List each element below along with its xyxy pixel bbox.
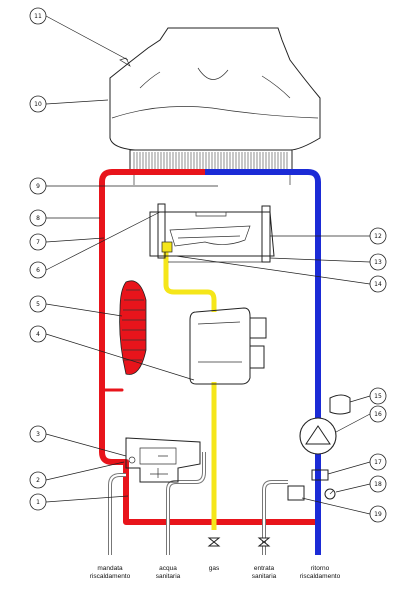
svg-text:riscaldamento: riscaldamento [90,573,131,580]
callout-2: 2 [29,471,47,489]
svg-text:4: 4 [36,331,40,338]
svg-text:15: 15 [374,393,382,400]
svg-text:18: 18 [374,481,382,488]
leader-lines [45,15,371,515]
svg-text:10: 10 [34,101,42,108]
callout-12: 12 [369,227,387,245]
callout-18: 18 [369,475,387,493]
sanitary-inlet-tap [257,537,271,547]
svg-text:17: 17 [374,459,382,466]
heating-flow-pipe [99,169,321,525]
label-heating-flow: mandata riscaldamento [90,565,131,580]
svg-text:16: 16 [374,411,382,418]
flue-hood [109,27,321,151]
svg-text:gas: gas [209,565,220,572]
callout-17: 17 [369,453,387,471]
callout-13: 13 [369,253,387,271]
svg-text:5: 5 [36,301,40,308]
gas-pipe [163,250,217,530]
callout-6: 6 [29,261,47,279]
gas-valve [189,307,267,385]
callout-4: 4 [29,325,47,343]
safety-valve [287,469,329,501]
label-heating-return: ritorno riscaldamento [300,565,341,580]
svg-text:13: 13 [374,259,382,266]
svg-text:ritorno: ritorno [311,565,330,572]
callout-19: 19 [369,505,387,523]
label-sanitary-inlet: entrata sanitaria [252,565,277,580]
sanitary-pipes [108,452,288,555]
svg-text:7: 7 [36,239,40,246]
callout-3: 3 [29,425,47,443]
callout-1: 1 [29,493,47,511]
heat-exchanger [129,149,293,185]
callout-5: 5 [29,295,47,313]
callout-14: 14 [369,275,387,293]
callout-10: 10 [29,95,47,113]
gas-tap [207,537,221,547]
svg-text:3: 3 [36,431,40,438]
svg-text:mandata: mandata [97,565,123,572]
svg-text:19: 19 [374,511,382,518]
callout-7: 7 [29,233,47,251]
svg-text:1: 1 [36,499,40,506]
svg-text:9: 9 [36,183,40,190]
svg-text:riscaldamento: riscaldamento [300,573,341,580]
callout-15: 15 [369,387,387,405]
svg-text:2: 2 [36,477,40,484]
diverter-valve [125,437,201,483]
svg-text:acqua: acqua [159,565,177,572]
pressure-gauge [324,488,336,500]
callout-9: 9 [29,177,47,195]
svg-text:12: 12 [374,233,382,240]
expansion-vessel [119,280,147,375]
svg-text:6: 6 [36,267,40,274]
label-gas: gas [209,565,220,572]
circulation-pump [299,394,351,455]
callout-11: 11 [29,7,47,25]
callout-16: 16 [369,405,387,423]
svg-text:14: 14 [374,281,382,288]
svg-text:sanitaria: sanitaria [252,573,277,580]
label-sanitary-water: acqua sanitaria [156,565,181,580]
heating-return-pipe [205,169,321,555]
svg-text:8: 8 [36,215,40,222]
svg-text:11: 11 [34,13,42,20]
burner-assembly [149,203,275,263]
svg-text:sanitaria: sanitaria [156,573,181,580]
svg-text:entrata: entrata [254,565,275,572]
callout-8: 8 [29,209,47,227]
